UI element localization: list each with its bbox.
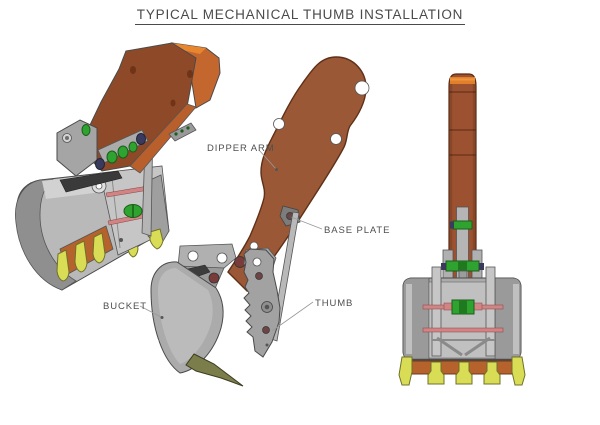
side-arm-hole: [354, 80, 370, 96]
side-link-hole: [187, 250, 199, 262]
iso-roller-green: [106, 150, 118, 164]
front-pin-nub: [473, 302, 483, 311]
side-thumb-body: [243, 248, 281, 358]
side-bucket-tooth: [185, 353, 244, 387]
iso-dipper-arm: [78, 42, 221, 174]
front-drum-highlight: [406, 284, 412, 354]
side-link-hole: [216, 252, 228, 264]
iso-arm-hole: [130, 66, 136, 74]
iso-link-rollers: [95, 129, 149, 170]
front-arm-shade-left: [449, 84, 453, 282]
iso-bracket-hole-inner: [65, 136, 69, 140]
iso-wedge-dark: [59, 170, 123, 193]
label-dipper-arm: DIPPER ARM: [207, 143, 275, 154]
leader-dot: [160, 316, 164, 319]
front-bracket-plate: [485, 266, 496, 357]
tooth: [427, 361, 445, 385]
iso-arm-top-highlight: [172, 43, 206, 54]
side-dipper-arm: [227, 56, 367, 293]
front-dipper-arm: [448, 73, 477, 285]
front-elevation-view: [398, 73, 526, 386]
side-thumb-pin: [255, 272, 263, 280]
front-bucket: [398, 266, 526, 386]
tooth: [74, 240, 88, 273]
front-brace: [464, 336, 491, 357]
tooth: [92, 232, 106, 264]
iso-bucket-endcap: [15, 178, 77, 291]
leader-bucket: [139, 305, 162, 318]
side-bucket-face: [158, 268, 213, 364]
iso-arm-hole: [170, 99, 176, 107]
side-cutter: [511, 356, 526, 386]
front-arm-highlight: [450, 78, 475, 81]
front-fitting-green-upper: [452, 220, 473, 230]
leader-dot: [289, 215, 292, 218]
leader-thumb: [271, 301, 314, 332]
front-bracket-plate: [431, 266, 442, 357]
side-thumb-boss-hole: [264, 304, 270, 310]
label-bucket: BUCKET: [103, 301, 147, 312]
leader-dot: [275, 168, 278, 171]
side-cutter: [398, 356, 413, 386]
iso-arm-edge-band: [129, 103, 197, 174]
tooth: [56, 249, 70, 282]
tooth: [455, 361, 473, 385]
side-thumb: [243, 247, 281, 358]
drawing-title: TYPICAL MECHANICAL THUMB INSTALLATION: [134, 7, 466, 25]
iso-pin-navy: [136, 133, 146, 145]
front-pin-lower: [422, 327, 504, 333]
iso-roller-green: [117, 145, 129, 159]
front-brace: [436, 336, 463, 357]
front-arm-column: [448, 73, 477, 285]
side-bucket: [150, 261, 244, 387]
label-base-plate: BASE PLATE: [324, 225, 390, 236]
iso-roller-green: [128, 141, 138, 153]
iso-arm-hole: [187, 70, 193, 78]
front-bucket-teeth: [398, 356, 526, 386]
front-pin-nub: [443, 302, 453, 311]
iso-bracket-plate: [56, 119, 98, 177]
leader-dipper-arm: [258, 149, 277, 170]
side-thumb-hole: [252, 257, 262, 267]
iso-base-plate-hole: [180, 129, 184, 133]
leader-base-plate: [290, 216, 323, 230]
side-arm-hole: [330, 133, 342, 145]
front-coupling-band: [458, 261, 467, 271]
front-bolt-navy: [441, 263, 446, 270]
label-thumb: THUMB: [315, 298, 353, 309]
front-drum-highlight: [513, 284, 519, 354]
isometric-assembly-view: [15, 42, 221, 291]
side-pivot-pin: [234, 256, 246, 268]
title-bar: TYPICAL MECHANICAL THUMB INSTALLATION: [0, 6, 600, 25]
side-pivot-pin: [208, 272, 220, 284]
side-profile-view: DIPPER ARM BASE PLATE THUMB BUCKET: [103, 56, 390, 387]
tooth: [483, 361, 501, 385]
side-thumb-pin: [262, 326, 270, 334]
iso-bolt: [119, 238, 123, 242]
side-bucket-dot: [155, 339, 159, 343]
front-bolt-navy: [450, 221, 454, 229]
side-arm-hole: [273, 118, 285, 130]
front-bolt-navy: [479, 263, 484, 270]
iso-thumb: [147, 174, 170, 250]
front-coupling-center-band: [459, 300, 467, 314]
front-arm-shade-right: [472, 84, 476, 282]
iso-bushing-green: [81, 124, 91, 136]
callouts: DIPPER ARM BASE PLATE THUMB BUCKET: [103, 143, 390, 332]
iso-pin-navy: [95, 158, 105, 170]
iso-base-plate-hole: [174, 132, 178, 136]
iso-thumb-tooth: [149, 228, 164, 250]
iso-base-plate-hole: [186, 126, 190, 130]
side-thumb-hole-small: [265, 343, 269, 347]
